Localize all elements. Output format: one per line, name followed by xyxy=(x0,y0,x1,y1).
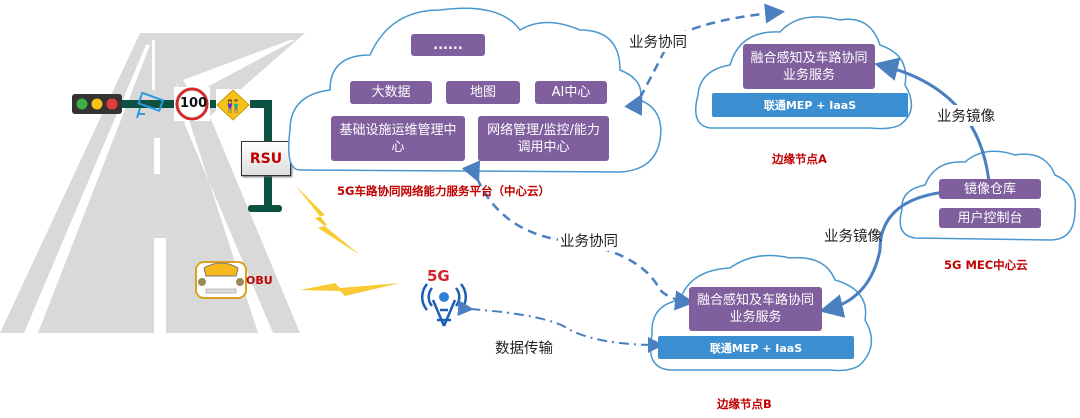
more-box: ...... xyxy=(411,34,485,56)
speed-limit-icon xyxy=(175,87,209,121)
lane-dash xyxy=(154,238,166,333)
edge-b-platform-box: 联通MEP + IaaS xyxy=(658,336,854,359)
ai-center-box: AI中心 xyxy=(535,81,607,104)
collab-label-mid: 业务协同 xyxy=(558,230,620,251)
svg-text:👫: 👫 xyxy=(226,99,241,113)
lane-edge-left xyxy=(24,45,150,333)
tower-5g-label: 5G xyxy=(427,267,450,285)
lightning-rsu-icon xyxy=(295,185,360,255)
speed-limit-value: 100 xyxy=(180,96,208,111)
big-data-box: 大数据 xyxy=(350,81,432,104)
school-crossing-icon xyxy=(216,89,250,121)
user-console-box: 用户控制台 xyxy=(939,208,1041,228)
data-transfer-label: 数据传输 xyxy=(493,337,555,358)
image-repo-box: 镜像仓库 xyxy=(939,179,1041,199)
edge-b-title: 边缘节点B xyxy=(717,397,772,411)
mec-cloud-title: 5G MEC中心云 xyxy=(944,258,1028,272)
map-box: 地图 xyxy=(446,81,520,104)
mirror-label-top: 业务镜像 xyxy=(935,105,997,126)
mirror-label-bottom: 业务镜像 xyxy=(824,229,882,245)
data-transfer-arrow xyxy=(457,300,664,353)
lightning-obu-icon xyxy=(300,283,400,296)
collab-label-top: 业务协同 xyxy=(627,31,689,52)
infra-ops-box: 基础设施运维管理中心 xyxy=(331,116,465,161)
edge-a-title: 边缘节点A xyxy=(772,152,827,166)
central-cloud-title: 5G车路协同网络能力服务平台（中心云） xyxy=(337,184,550,198)
edge-a-service-box: 融合感知及车路协同业务服务 xyxy=(743,44,875,89)
lane-dash xyxy=(152,40,155,90)
rsu-unit: RSU xyxy=(241,141,291,176)
edge-b-service-box: 融合感知及车路协同业务服务 xyxy=(689,287,822,331)
network-mgmt-box: 网络管理/监控/能力调用中心 xyxy=(478,116,609,161)
car-icon xyxy=(195,261,247,299)
lane-edge-branch xyxy=(183,40,295,95)
lane-dash xyxy=(154,138,160,174)
mirror-arrow-bottom xyxy=(819,190,946,318)
edge-a-platform-box: 联通MEP + IaaS xyxy=(712,93,908,117)
collab-arrow-mid xyxy=(461,160,695,311)
obu-label: OBU xyxy=(246,274,273,287)
gantry-base xyxy=(248,205,282,212)
camera-icon xyxy=(136,91,165,119)
